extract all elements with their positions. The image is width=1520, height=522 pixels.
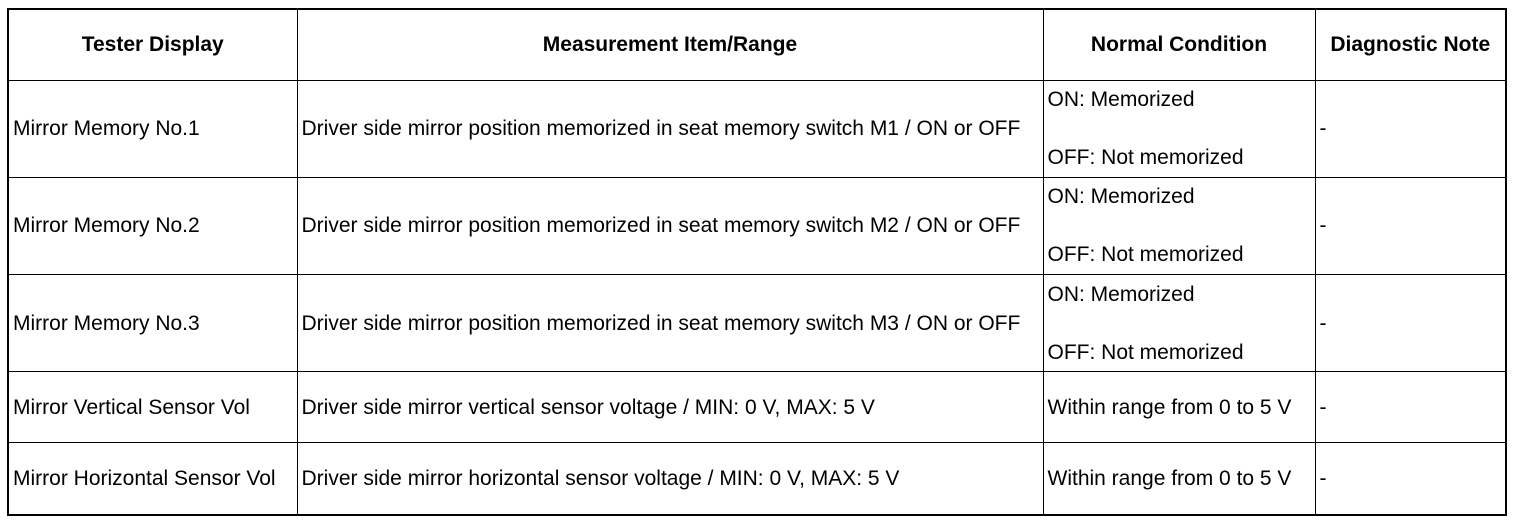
tester-display-cell: Mirror Memory No.2 bbox=[9, 176, 298, 275]
diagnostic-note-cell: - bbox=[1314, 273, 1505, 373]
table-row: Mirror Memory No.3 Driver side mirror po… bbox=[9, 273, 1505, 373]
table-header-row: Tester Display Measurement Item/Range No… bbox=[9, 10, 1505, 81]
diagnostic-note-cell: - bbox=[1314, 442, 1505, 514]
normal-condition-cell: Within range from 0 to 5 V bbox=[1042, 371, 1316, 444]
normal-off-text: OFF: Not memorized bbox=[1047, 146, 1244, 170]
measurement-cell: Driver side mirror position memorized in… bbox=[296, 79, 1044, 178]
table-row: Mirror Horizontal Sensor Vol Driver side… bbox=[9, 442, 1505, 514]
normal-condition-cell: ON: Memorized OFF: Not memorized bbox=[1042, 176, 1316, 275]
normal-condition-cell: ON: Memorized OFF: Not memorized bbox=[1042, 79, 1316, 178]
data-list-table-frame: Tester Display Measurement Item/Range No… bbox=[7, 8, 1507, 516]
diagnostic-note-cell: - bbox=[1314, 176, 1505, 275]
header-normal-condition: Normal Condition bbox=[1042, 10, 1316, 81]
normal-on-text: ON: Memorized bbox=[1047, 88, 1195, 112]
tester-display-cell: Mirror Vertical Sensor Vol bbox=[9, 371, 298, 444]
header-measurement-item-range: Measurement Item/Range bbox=[296, 10, 1044, 81]
header-diagnostic-note: Diagnostic Note bbox=[1314, 10, 1505, 81]
normal-off-text: OFF: Not memorized bbox=[1047, 340, 1244, 364]
tester-display-cell: Mirror Horizontal Sensor Vol bbox=[9, 442, 298, 514]
measurement-cell: Driver side mirror horizontal sensor vol… bbox=[296, 442, 1044, 514]
normal-off-text: OFF: Not memorized bbox=[1047, 243, 1244, 267]
measurement-cell: Driver side mirror position memorized in… bbox=[296, 176, 1044, 275]
normal-on-text: ON: Memorized bbox=[1047, 185, 1195, 209]
tester-display-cell: Mirror Memory No.1 bbox=[9, 79, 298, 178]
data-list-table: Tester Display Measurement Item/Range No… bbox=[9, 10, 1505, 514]
measurement-cell: Driver side mirror position memorized in… bbox=[296, 273, 1044, 373]
measurement-cell: Driver side mirror vertical sensor volta… bbox=[296, 371, 1044, 444]
diagnostic-note-cell: - bbox=[1314, 79, 1505, 178]
tester-display-cell: Mirror Memory No.3 bbox=[9, 273, 298, 373]
table-row: Mirror Vertical Sensor Vol Driver side m… bbox=[9, 371, 1505, 444]
table-row: Mirror Memory No.1 Driver side mirror po… bbox=[9, 79, 1505, 178]
header-tester-display: Tester Display bbox=[9, 10, 298, 81]
table-row: Mirror Memory No.2 Driver side mirror po… bbox=[9, 176, 1505, 275]
normal-condition-cell: Within range from 0 to 5 V bbox=[1042, 442, 1316, 514]
normal-on-text: ON: Memorized bbox=[1047, 282, 1195, 306]
diagnostic-note-cell: - bbox=[1314, 371, 1505, 444]
normal-condition-cell: ON: Memorized OFF: Not memorized bbox=[1042, 273, 1316, 373]
